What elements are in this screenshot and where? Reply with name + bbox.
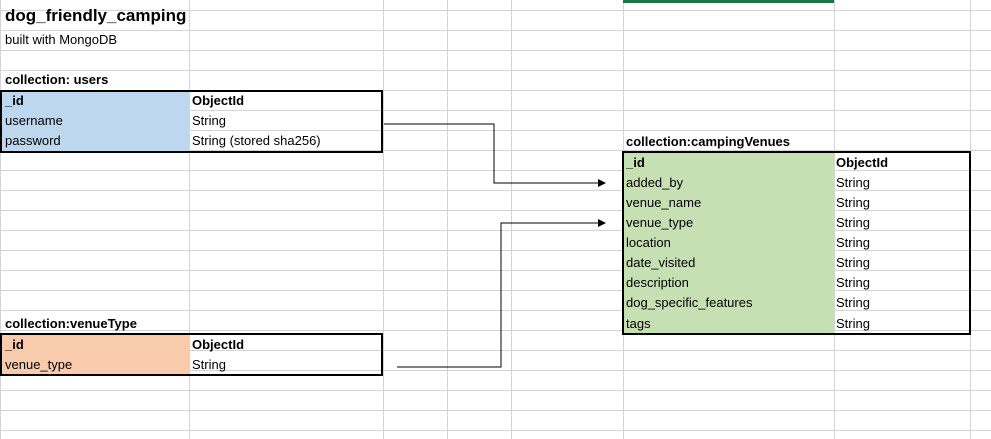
campingvenues-name-column-fill (624, 153, 834, 334)
users-field-name: _id (5, 93, 24, 108)
campingvenues-field-type: String (836, 215, 870, 230)
users-field-name: password (5, 133, 61, 148)
venuetype-field-name: _id (5, 337, 24, 352)
campingvenues-field-name: venue_name (626, 195, 702, 210)
users-collection-table (0, 90, 383, 153)
page-title: dog_friendly_camping (5, 6, 187, 25)
campingvenues-field-type: String (836, 275, 870, 290)
users-field-name: username (5, 113, 63, 128)
campingvenues-collection-table (622, 151, 971, 335)
venuetype-to-campingvenues-arrow (397, 219, 606, 368)
users-collection-label: collection: users (5, 72, 109, 87)
campingvenues-field-name: dog_specific_features (626, 295, 753, 310)
venuetype-field-type: ObjectId (192, 337, 245, 352)
campingvenues-field-type: String (836, 235, 870, 250)
campingvenues-field-type: ObjectId (836, 155, 889, 170)
users-field-type: String (192, 113, 226, 128)
venuetype-field-name: venue_type (5, 357, 73, 372)
page-subtitle: built with MongoDB (5, 32, 117, 47)
campingvenues-field-type: String (836, 195, 870, 210)
campingvenues-field-type: String (836, 316, 870, 331)
campingvenues-field-type: String (836, 175, 870, 190)
users-name-column-fill (1, 91, 189, 152)
campingvenues-field-name: _id (626, 155, 645, 170)
campingvenues-field-name: venue_type (626, 215, 694, 230)
campingvenues-field-type: String (836, 295, 870, 310)
campingvenues-field-name: description (626, 275, 689, 290)
users-field-type: String (stored sha256) (192, 133, 321, 148)
venuetype-field-type: String (192, 357, 226, 372)
users-to-campingvenues-arrow (384, 123, 606, 187)
venuetype-collection-table (0, 333, 383, 376)
campingvenues-field-name: tags (626, 316, 651, 331)
venuetype-name-column-fill (1, 334, 189, 375)
campingvenues-field-name: location (626, 235, 671, 250)
venuetype-collection-label: collection:venueType (5, 316, 137, 331)
campingvenues-field-type: String (836, 255, 870, 270)
campingvenues-field-name: added_by (626, 175, 684, 190)
campingvenues-field-name: date_visited (626, 255, 696, 270)
active-cell-indicator (623, 0, 834, 3)
campingvenues-collection-label: collection:campingVenues (626, 134, 790, 149)
users-field-type: ObjectId (192, 93, 245, 108)
